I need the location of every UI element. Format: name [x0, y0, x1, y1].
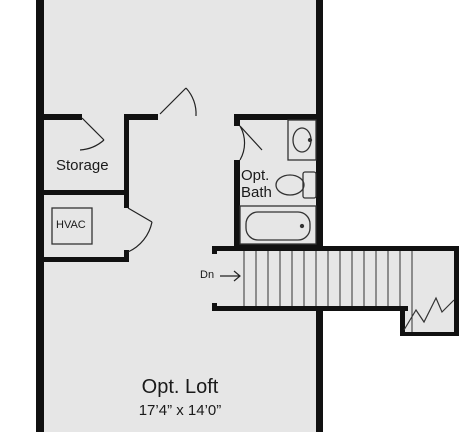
stairs-down-label: Dn — [200, 269, 215, 281]
outer-wall-left — [36, 0, 44, 432]
door-loft-upper — [159, 87, 197, 117]
wall-upper-mid — [124, 114, 158, 120]
hvac-label: HVAC — [56, 219, 86, 231]
wall-hvac-right-lower — [124, 250, 129, 262]
stair-landing-floor — [400, 296, 459, 336]
door-bath — [239, 125, 263, 161]
down-arrow-icon — [220, 270, 241, 282]
hvac-unit — [51, 207, 93, 245]
wall-bath-left — [234, 114, 240, 126]
door-storage — [79, 117, 105, 151]
storage-label: Storage — [56, 157, 109, 174]
stair-break-line — [403, 296, 455, 331]
wall-landing-left — [400, 306, 405, 336]
toilet-icon — [275, 171, 317, 199]
bath-label-line1: Opt. — [241, 167, 270, 184]
wall-upper-right — [234, 114, 320, 120]
wall-hvac-right — [124, 190, 129, 208]
wall-stair-left-stub-top — [212, 246, 217, 254]
wall-stair-bottom — [212, 306, 408, 311]
wall-storage-right — [124, 114, 129, 192]
door-hvac — [127, 207, 153, 253]
bath-label: Opt. Bath — [241, 167, 272, 201]
wall-stair-top — [212, 246, 459, 251]
wall-upper-left — [40, 114, 82, 120]
wall-landing-right — [454, 246, 459, 336]
wall-storage-bottom — [40, 190, 129, 195]
wall-bath-left-lower — [234, 160, 240, 248]
loft-dimensions: 17’4” x 14’0” — [138, 402, 222, 419]
loft-label: Opt. Loft — [141, 376, 219, 398]
outer-wall-right — [316, 0, 323, 248]
wall-landing-bottom — [400, 332, 459, 336]
bathtub-icon — [239, 205, 317, 245]
wall-stair-left-stub-bottom — [212, 303, 217, 311]
sink-icon — [287, 119, 317, 161]
outer-wall-right-lower — [316, 308, 323, 432]
bath-label-line2: Bath — [241, 184, 272, 201]
wall-hvac-bottom — [40, 257, 129, 262]
stair-treads — [243, 251, 413, 332]
